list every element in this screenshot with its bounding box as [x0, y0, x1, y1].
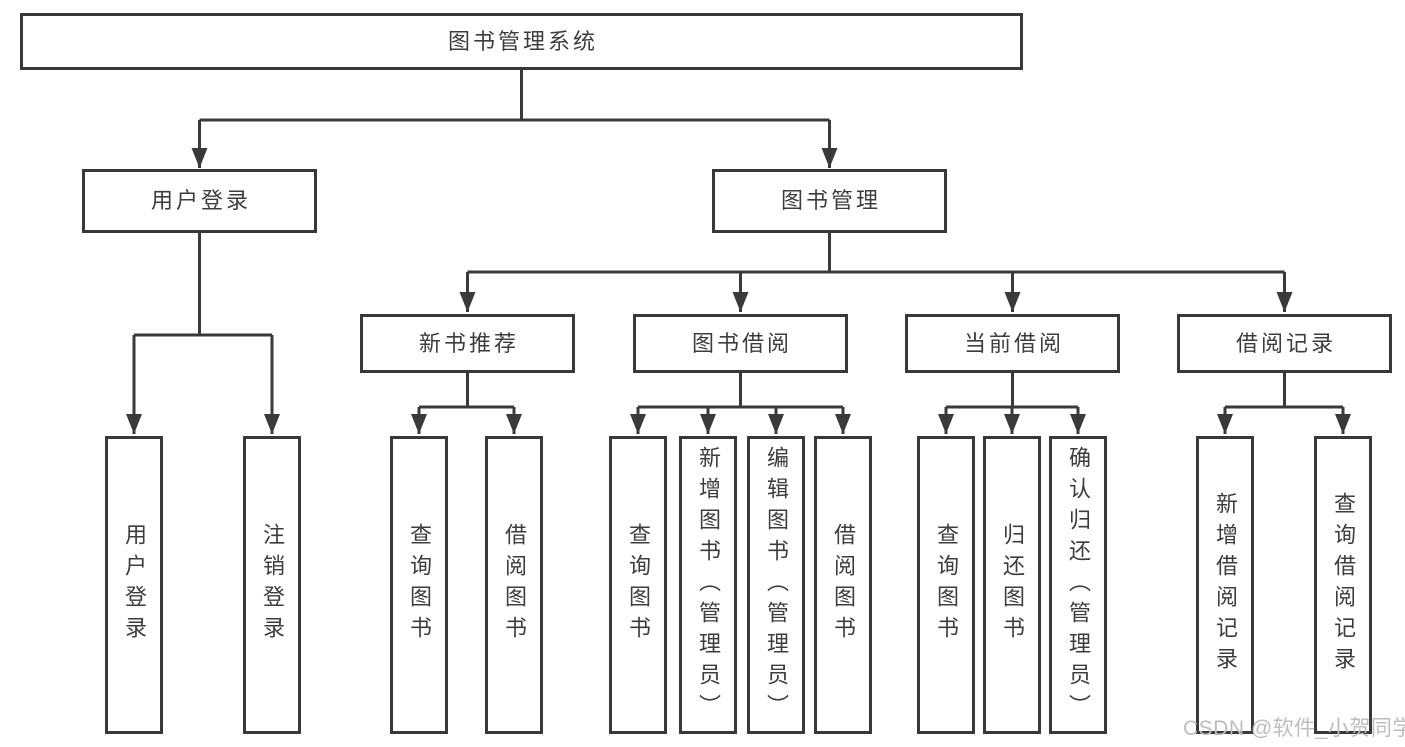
leaf-add-borrow-record: 新增借阅记录	[1196, 436, 1254, 734]
leaf-query-borrow-record: 查询借阅记录	[1314, 436, 1372, 734]
leaf-user-login: 用户登录	[105, 436, 163, 734]
connector-skeleton	[134, 70, 1343, 409]
leaf-return-books: 归还图书	[983, 436, 1041, 734]
node-current-borrow: 当前借阅	[905, 314, 1120, 373]
leaf-edit-book-admin: 编辑图书（管理员）	[747, 436, 805, 734]
leaf-borrow-books: 借阅图书	[814, 436, 872, 734]
node-book-borrow: 图书借阅	[633, 314, 848, 373]
node-borrow-records: 借阅记录	[1177, 314, 1392, 373]
node-user-login: 用户登录	[82, 169, 317, 233]
node-root: 图书管理系统	[20, 13, 1023, 70]
leaf-logout: 注销登录	[243, 436, 301, 734]
leaf-add-book-admin: 新增图书（管理员）	[679, 436, 737, 734]
leaf-query-books-recommend: 查询图书	[390, 436, 448, 734]
csdn-watermark: CSDN @软件_小贺同学	[1183, 717, 1405, 740]
node-new-book-recommend: 新书推荐	[360, 314, 575, 373]
leaf-borrow-books-recommend: 借阅图书	[485, 436, 543, 734]
leaf-query-books-borrow: 查询图书	[609, 436, 667, 734]
leaf-query-books-current: 查询图书	[917, 436, 975, 734]
node-book-management: 图书管理	[712, 169, 947, 233]
leaf-confirm-return-admin: 确认归还（管理员）	[1049, 436, 1107, 734]
